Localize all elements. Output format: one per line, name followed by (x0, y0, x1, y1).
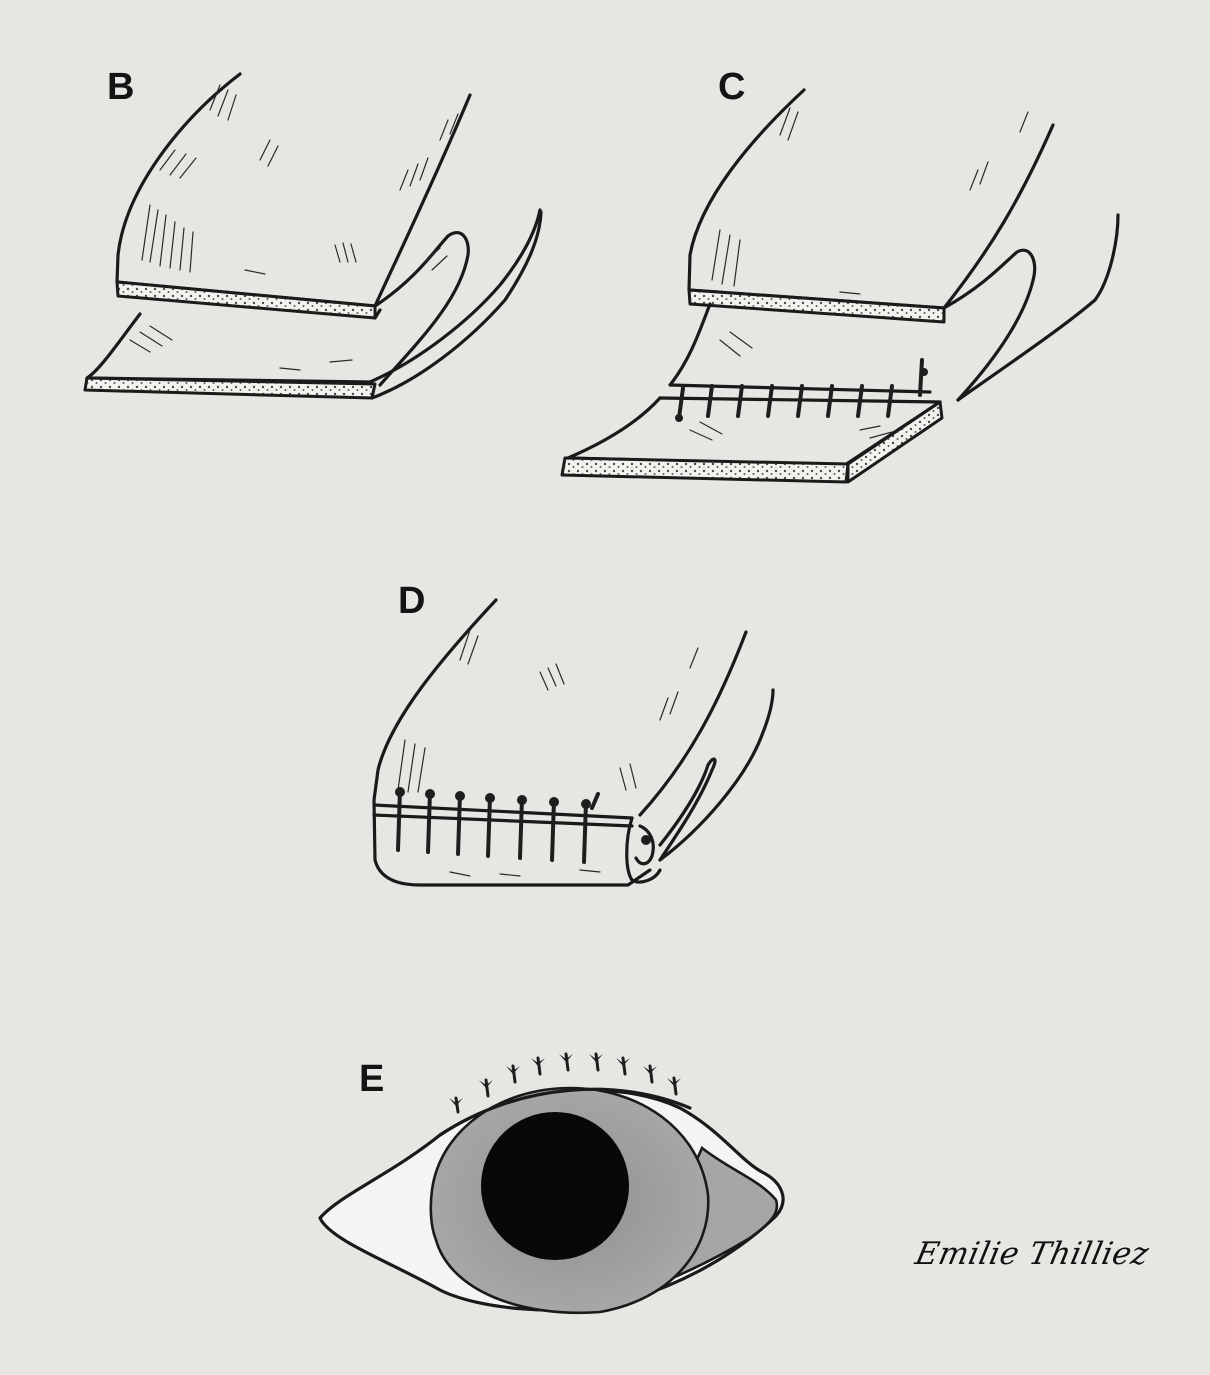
panel-label-c: C (718, 68, 745, 106)
panel-e-drawing (320, 1054, 783, 1313)
panel-label-d: D (398, 582, 425, 620)
panel-label-e: E (359, 1060, 384, 1098)
pupil-shape (481, 1112, 629, 1260)
panel-c-drawing (562, 90, 1118, 482)
panel-d-drawing (374, 600, 773, 885)
artist-signature: Emilie Thilliez (912, 1236, 1152, 1272)
panel-b-drawing (85, 74, 541, 398)
panel-label-b: B (107, 68, 134, 106)
